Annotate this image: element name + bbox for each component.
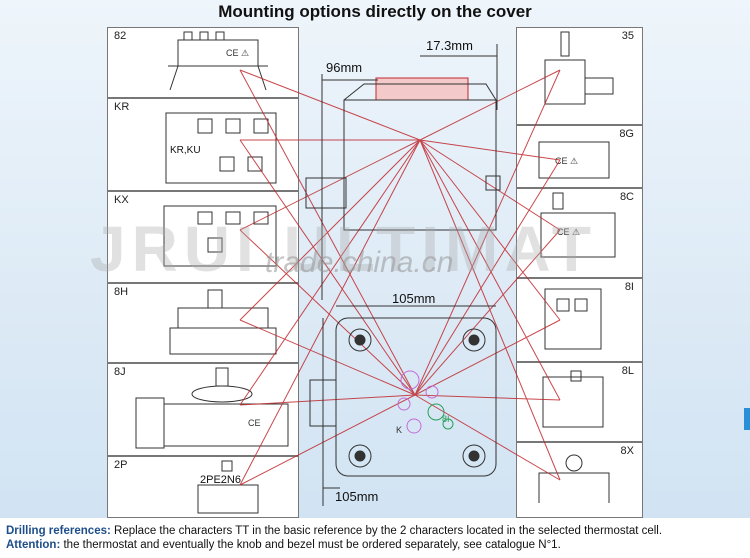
cell-label: KR — [114, 101, 130, 113]
cell-KX: KX — [107, 191, 299, 283]
cell-KR: KR KR,KU — [107, 98, 299, 191]
hole-label-8i: 8I — [442, 414, 450, 424]
cell-label: KX — [114, 194, 129, 206]
attention-note: Attention: the thermostat and eventually… — [6, 538, 744, 552]
thermostat-8g-drawing: CE ⚠ — [538, 141, 610, 179]
cell-label: 8G — [619, 128, 634, 140]
notes-panel: Drilling references: Replace the charact… — [0, 518, 750, 558]
thermostat-2p-drawing: 2PE2N6 — [197, 460, 259, 514]
cell-label: 8X — [620, 445, 634, 457]
cell-label: 8J — [114, 366, 126, 378]
thermostat-8h-drawing — [169, 289, 277, 355]
hole-label-k: K — [396, 425, 402, 435]
cell-label: 8L — [621, 365, 634, 377]
svg-text:CE ⚠: CE ⚠ — [557, 227, 580, 237]
cell-35: 35 — [516, 27, 643, 125]
drilling-note: Drilling references: Replace the charact… — [6, 524, 744, 538]
dim-96mm: 96mm — [326, 60, 362, 75]
thermostat-8i-drawing — [544, 288, 602, 350]
cell-label: 8C — [619, 191, 634, 203]
cell-label: 8H — [114, 286, 129, 298]
svg-text:CE ⚠: CE ⚠ — [555, 156, 578, 166]
kr-ku-text: KR,KU — [170, 145, 201, 156]
cell-label: 2P — [114, 459, 128, 471]
svg-text:CE ⚠: CE ⚠ — [226, 48, 249, 58]
cell-8J: 8J CE — [107, 363, 299, 456]
dim-17-3mm: 17.3mm — [426, 38, 473, 53]
attention-text: the thermostat and eventually the knob a… — [60, 539, 561, 551]
watermark-brand: JRUI ULTIMAT — [90, 213, 597, 285]
thermostat-kx-drawing — [163, 205, 277, 267]
page-title: Mounting options directly on the cover — [218, 2, 532, 21]
enclosure-front-view — [309, 317, 497, 477]
side-ribbon — [744, 408, 750, 430]
cell-82: 82 CE ⚠ — [107, 27, 299, 98]
cell-label: 8I — [624, 281, 634, 293]
attention-label: Attention: — [6, 539, 61, 551]
part-code-text: 2PE2N6 — [200, 474, 241, 486]
thermostat-8l-drawing — [542, 370, 604, 428]
watermark-site: trade.china.cn — [265, 246, 454, 279]
cell-8C: 8C CE ⚠ — [516, 188, 643, 278]
cell-label: 35 — [621, 30, 634, 42]
thermostat-8x-drawing — [538, 454, 610, 503]
dim-105mm-top: 105mm — [392, 291, 435, 306]
cell-8I: 8I — [516, 278, 643, 362]
cell-2P: 2P 2PE2N6 — [107, 456, 299, 518]
thermostat-8j-drawing: CE — [135, 367, 289, 449]
cell-8L: 8L — [516, 362, 643, 442]
thermostat-82-drawing: CE ⚠ — [168, 31, 268, 91]
enclosure-side-view — [305, 77, 501, 231]
cell-label: 82 — [114, 30, 127, 42]
leader-lines — [239, 69, 561, 486]
svg-text:CE: CE — [248, 418, 261, 428]
thermostat-8c-drawing: CE ⚠ — [540, 192, 616, 258]
cell-8H: 8H — [107, 283, 299, 363]
drilling-label: Drilling references: — [6, 525, 111, 537]
thermostat-35-drawing — [544, 31, 614, 105]
dim-105mm-side: 105mm — [335, 489, 378, 504]
drilling-text: Replace the characters TT in the basic r… — [110, 525, 663, 537]
thermostat-kr-drawing: KR,KU — [165, 112, 277, 184]
cell-8X: 8X — [516, 442, 643, 518]
